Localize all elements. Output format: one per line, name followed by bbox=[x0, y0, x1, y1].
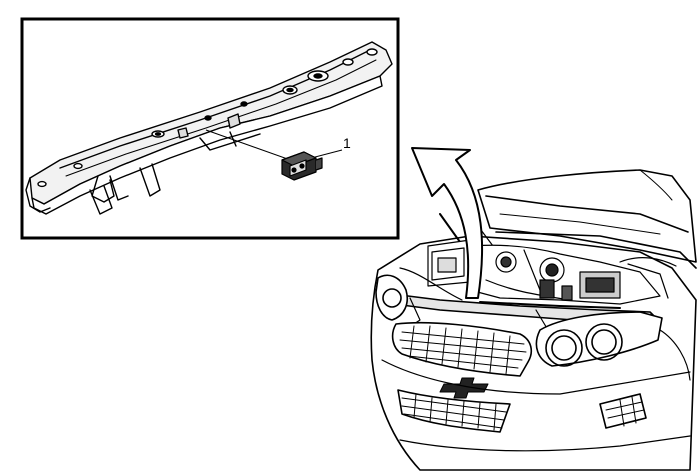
engine-bay bbox=[399, 239, 677, 309]
left-headlamp bbox=[375, 274, 408, 321]
radiator-support-beam bbox=[25, 41, 393, 215]
callout-label-1: 1 bbox=[343, 135, 351, 151]
open-hood bbox=[477, 169, 697, 263]
bowtie-emblem bbox=[439, 377, 489, 399]
detail-inset bbox=[20, 17, 400, 240]
sensor-module bbox=[281, 151, 323, 181]
right-headlamp bbox=[535, 311, 663, 367]
direction-arrow bbox=[411, 147, 484, 299]
grille-mesh bbox=[399, 325, 527, 375]
vehicle-front-illustration bbox=[370, 169, 697, 471]
lower-grille bbox=[397, 389, 511, 433]
right-fog-lamp bbox=[599, 393, 647, 429]
upper-grille bbox=[391, 321, 533, 377]
